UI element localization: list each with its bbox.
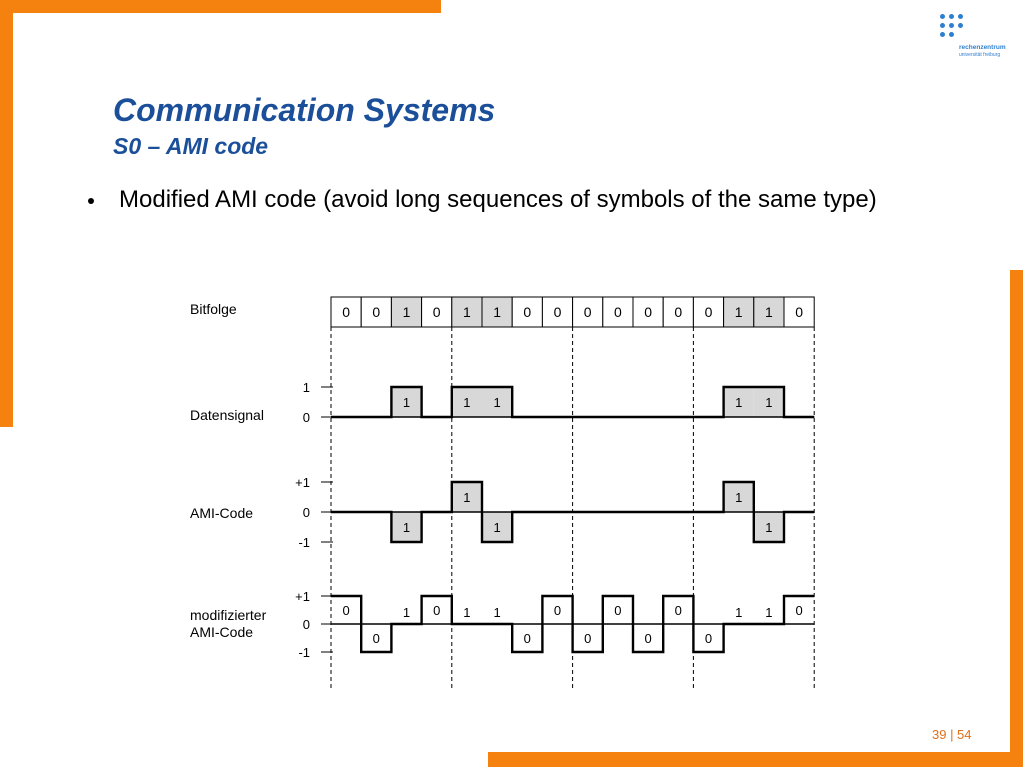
logo-dot	[958, 14, 963, 19]
bit-value: 0	[795, 304, 803, 320]
bit-value: 0	[342, 304, 350, 320]
datensignal-pulse-fill	[451, 387, 482, 417]
modified-ami-bit-label: 0	[614, 603, 621, 618]
modified-ami-bit-label: 0	[644, 631, 651, 646]
bit-cell	[451, 296, 483, 328]
datensignal-label: Datensignal	[190, 407, 264, 423]
bit-cell	[602, 296, 634, 328]
bit-value: 0	[644, 304, 652, 320]
bit-cell	[632, 296, 664, 328]
bottom-orange-bar	[488, 752, 1023, 767]
modified-ami-label: AMI-Code	[190, 624, 253, 640]
datensignal-bit-label: 1	[765, 395, 772, 410]
bit-value: 1	[493, 304, 501, 320]
ami-code-pulse-fill	[391, 512, 422, 542]
bit-value: 0	[584, 304, 592, 320]
bit-value: 1	[463, 304, 471, 320]
bit-value: 0	[614, 304, 622, 320]
bit-cell	[421, 296, 453, 328]
bullet-icon	[88, 198, 94, 204]
slide-title: Communication Systems	[113, 92, 496, 128]
modified-ami-bit-label: 0	[554, 603, 561, 618]
bit-value: 1	[765, 304, 773, 320]
datensignal-pulse-fill	[391, 387, 422, 417]
modified-ami-bit-label: 0	[433, 603, 440, 618]
bit-cell	[360, 296, 392, 328]
modified-ami-bit-label: 1	[765, 605, 772, 620]
page-number: 39 | 54	[932, 727, 972, 742]
slide-subtitle: S0 – AMI code	[113, 133, 269, 159]
modified-ami-bit-label: 1	[463, 605, 470, 620]
logo-dots-icon	[940, 14, 970, 44]
modified-ami-bit-label: 0	[373, 631, 380, 646]
ami-code-bit-label: 1	[463, 490, 470, 505]
bit-value: 0	[433, 304, 441, 320]
ami-code-bit-label: 1	[493, 520, 500, 535]
bit-cell	[783, 296, 815, 328]
datensignal-level-label: 0	[303, 410, 310, 425]
ami-code-level-label: -1	[298, 535, 310, 550]
modified-ami-label: modifizierter	[190, 607, 267, 623]
ami-code-pulse-fill	[723, 482, 754, 512]
bit-cell	[541, 296, 574, 328]
bit-value: 0	[705, 304, 713, 320]
modified-ami-bit-label: 1	[403, 605, 410, 620]
ami-code-label: AMI-Code	[190, 505, 253, 521]
logo-line2: universität freiburg	[959, 52, 1001, 58]
logo-dot	[940, 23, 945, 28]
logo-dot	[940, 32, 945, 37]
bit-value: 0	[372, 304, 380, 320]
datensignal-level-label: 1	[303, 380, 310, 395]
datensignal-bit-label: 1	[493, 395, 500, 410]
bullet-text: Modified AMI code (avoid long sequences …	[119, 186, 877, 213]
bit-cell	[390, 296, 423, 328]
bit-cell	[662, 296, 694, 328]
datensignal-pulse-fill	[482, 387, 513, 417]
modified-ami-bit-label: 0	[342, 603, 349, 618]
ami-code-level-label: 0	[303, 505, 310, 520]
modified-ami-bit-label: 0	[795, 603, 802, 618]
datensignal-bit-label: 1	[403, 395, 410, 410]
bit-cell	[511, 296, 543, 328]
right-orange-bar	[1010, 270, 1023, 767]
bit-cell	[481, 296, 513, 328]
modified-ami-level-label: 0	[303, 617, 310, 632]
ami-code-level-label: +1	[295, 475, 310, 490]
modified-ami-bit-label: 0	[675, 603, 682, 618]
logo-dot	[958, 23, 963, 28]
ami-code-pulse-fill	[482, 512, 513, 542]
modified-ami-level-label: -1	[298, 645, 310, 660]
bit-value: 0	[554, 304, 562, 320]
left-orange-bar	[0, 0, 13, 427]
datensignal-pulse-fill	[753, 387, 784, 417]
ami-code-bit-label: 1	[765, 520, 772, 535]
ami-code-pulse-fill	[753, 512, 784, 542]
datensignal-bit-label: 1	[735, 395, 742, 410]
bit-value: 0	[674, 304, 682, 320]
modified-ami-bit-label: 0	[524, 631, 531, 646]
ami-code-bit-label: 1	[403, 520, 410, 535]
datensignal-pulse-fill	[723, 387, 754, 417]
modified-ami-level-label: +1	[295, 589, 310, 604]
bit-cell	[692, 296, 725, 328]
datensignal-bit-label: 1	[463, 395, 470, 410]
ami-code-pulse-fill	[451, 482, 482, 512]
top-orange-bar	[0, 0, 441, 13]
ami-code-bit-label: 1	[735, 490, 742, 505]
modified-ami-bit-label: 0	[705, 631, 712, 646]
modified-ami-bit-label: 1	[735, 605, 742, 620]
logo-dot	[949, 14, 954, 19]
bit-value: 0	[523, 304, 531, 320]
logo-dot	[940, 14, 945, 19]
logo-line1: rechenzentrum	[959, 44, 1006, 51]
bitfolge-label: Bitfolge	[190, 301, 237, 317]
logo-dot	[949, 23, 954, 28]
rechenzentrum-logo: rechenzentrum universität freiburg	[938, 12, 1018, 62]
bit-value: 1	[403, 304, 411, 320]
bit-value: 1	[735, 304, 743, 320]
modified-ami-bit-label: 0	[584, 631, 591, 646]
logo-dot	[949, 32, 954, 37]
modified-ami-bit-label: 1	[493, 605, 500, 620]
